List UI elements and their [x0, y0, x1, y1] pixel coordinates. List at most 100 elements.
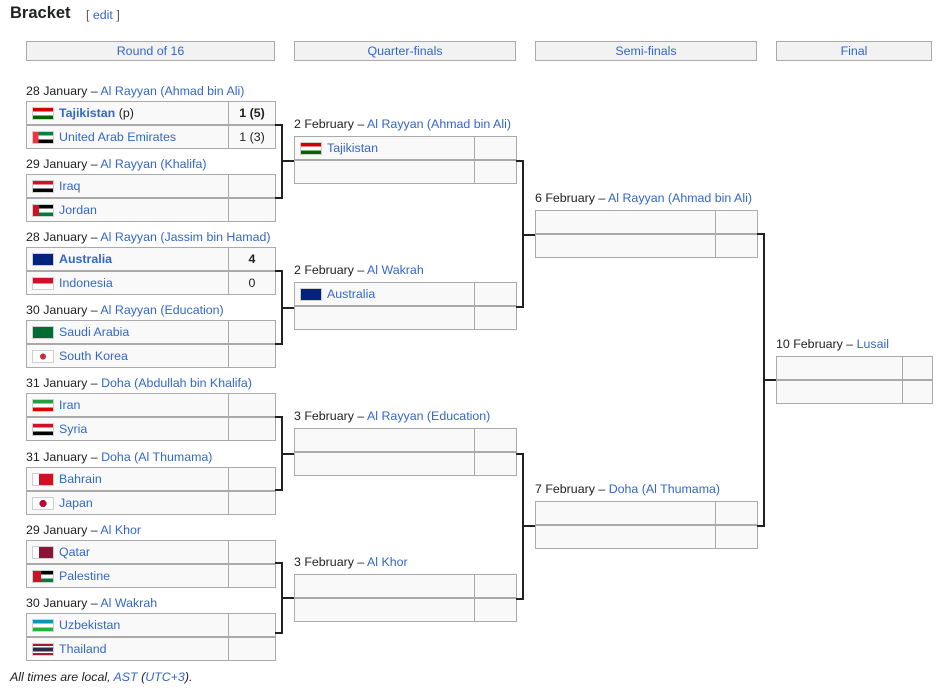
r16-match-6-venue-link[interactable]: Doha (Al Thumama) [101, 450, 213, 464]
r16-match-1-row-2-score: 1 (3) [239, 130, 265, 144]
qf-match-4-date-venue: 3 February – Al Khor [294, 555, 408, 570]
r16-match-3-date: 28 January [26, 230, 88, 244]
connector-qf-3-4 [516, 453, 535, 600]
r16-match-2-row-2-team-link[interactable]: Jordan [59, 203, 97, 217]
r16-match-2-venue-link[interactable]: Al Rayyan (Khalifa) [100, 157, 207, 171]
r16-match-1-date: 28 January [26, 84, 88, 98]
r16-match-1-venue-link[interactable]: Al Rayyan (Ahmad bin Ali) [100, 84, 245, 98]
utc-link[interactable]: UTC+3 [145, 670, 185, 684]
r16-match-1-row-2-team-link[interactable]: United Arab Emirates [59, 130, 177, 144]
r16-match-5-venue-link[interactable]: Doha (Abdullah bin Khalifa) [101, 376, 252, 390]
qf-match-4-row-2 [294, 598, 517, 622]
r16-match-1-row-2: United Arab Emirates 1 (3) [26, 125, 276, 149]
sf-match-2-date: 7 February [535, 482, 595, 496]
edit-bracket-open: [ [86, 8, 93, 22]
r16-match-1-row-2-team: United Arab Emirates [27, 126, 229, 148]
qf-match-2-row-1: Australia [294, 282, 517, 306]
uae-flag-icon [32, 131, 54, 144]
r16-match-4-row-2: South Korea [26, 344, 276, 368]
r16-match-4-date: 30 January [26, 303, 88, 317]
qatar-flag-icon [32, 546, 54, 559]
r16-match-3-venue-link[interactable]: Al Rayyan (Jassim bin Hamad) [100, 230, 271, 244]
r16-match-6-date-venue: 31 January – Doha (Al Thumama) [26, 450, 212, 465]
r16-match-7-row-2-team-link[interactable]: Palestine [59, 569, 110, 583]
r16-match-7-venue-link[interactable]: Al Khor [100, 523, 142, 537]
r16-match-2-row-1: Iraq [26, 174, 276, 198]
section-heading: Bracket [10, 4, 71, 22]
final-match-row-1 [776, 356, 933, 380]
r16-match-6-row-1-team: Bahrain [27, 468, 229, 490]
r16-match-3-date-venue: 28 January – Al Rayyan (Jassim bin Hamad… [26, 230, 271, 245]
r16-match-4-row-1-team-link[interactable]: Saudi Arabia [59, 325, 130, 339]
final-match-separator: – [842, 337, 857, 351]
qf-match-4-venue-link[interactable]: Al Khor [367, 555, 408, 569]
iraq-flag-icon [32, 180, 54, 193]
round-link-r16[interactable]: Round of 16 [116, 44, 185, 58]
r16-match-5-row-2-team-link[interactable]: Syria [59, 422, 88, 436]
final-match-row-2 [776, 380, 933, 404]
r16-match-2-row-1-team-link[interactable]: Iraq [59, 179, 81, 193]
qf-match-4-separator: – [353, 555, 368, 569]
qf-match-1-date: 2 February [294, 117, 354, 131]
qf-match-3-venue-link[interactable]: Al Rayyan (Education) [367, 409, 491, 423]
r16-match-5-row-1-team-link[interactable]: Iran [59, 398, 81, 412]
r16-match-8-row-2: Thailand [26, 637, 276, 661]
r16-match-1-separator: – [87, 84, 101, 98]
r16-match-8-venue-link[interactable]: Al Wakrah [100, 596, 158, 610]
edit-link[interactable]: edit [92, 8, 113, 22]
r16-match-4-row-1-team: Saudi Arabia [27, 321, 229, 343]
r16-match-8-row-1-team-link[interactable]: Uzbekistan [59, 618, 121, 632]
qf-match-2-row-1-team-link[interactable]: Australia [327, 287, 376, 301]
r16-match-4-row-2-team: South Korea [27, 345, 229, 367]
sf-match-2-date-venue: 7 February – Doha (Al Thumama) [535, 482, 720, 497]
round-link-final[interactable]: Final [840, 44, 868, 58]
sf-match-2-row-1-team [536, 502, 716, 524]
connector-r16-3-4 [275, 270, 294, 345]
round-link-sf[interactable]: Semi-finals [615, 44, 677, 58]
ast-link[interactable]: AST [113, 670, 138, 684]
r16-match-2-date: 29 January [26, 157, 88, 171]
r16-match-6-row-2-team-link[interactable]: Japan [59, 496, 93, 510]
r16-match-8-row-2-team-link[interactable]: Thailand [59, 642, 107, 656]
r16-match-4-date-venue: 30 January – Al Rayyan (Education) [26, 303, 224, 318]
final-match-venue-link[interactable]: Lusail [856, 337, 889, 351]
qf-match-1-row-1-team-link[interactable]: Tajikistan [327, 141, 378, 155]
r16-match-1-row-1-team: Tajikistan (p) [27, 102, 229, 124]
r16-match-4-row-2-team-link[interactable]: South Korea [59, 349, 128, 363]
r16-match-4-venue-link[interactable]: Al Rayyan (Education) [100, 303, 224, 317]
r16-match-5-row-1: Iran [26, 393, 276, 417]
sf-match-1-date: 6 February [535, 191, 595, 205]
r16-match-7-row-1-team-link[interactable]: Qatar [59, 545, 90, 559]
r16-match-6-row-1: Bahrain [26, 467, 276, 491]
sf-match-2-separator: – [594, 482, 609, 496]
qf-match-3-row-1-team [295, 429, 475, 451]
qf-match-2-venue-link[interactable]: Al Wakrah [367, 263, 424, 277]
qf-match-2-date: 2 February [294, 263, 354, 277]
r16-match-6-row-1-team-link[interactable]: Bahrain [59, 472, 102, 486]
sf-match-1-separator: – [594, 191, 609, 205]
qf-match-1-date-venue: 2 February – Al Rayyan (Ahmad bin Ali) [294, 117, 511, 132]
sf-match-2-venue-link[interactable]: Doha (Al Thumama) [608, 482, 721, 496]
sf-match-1-venue-link[interactable]: Al Rayyan (Ahmad bin Ali) [608, 191, 752, 205]
r16-match-3-row-1-team-link[interactable]: Australia [59, 252, 113, 266]
footnote-paren-open: ( [137, 670, 146, 684]
qf-match-1-row-1-team: Tajikistan [295, 137, 475, 159]
tajikistan-flag-icon [300, 142, 322, 155]
r16-match-4-separator: – [87, 303, 101, 317]
r16-match-2-row-2-team: Jordan [27, 199, 229, 221]
r16-match-8-date: 30 January [26, 596, 88, 610]
palestine-flag-icon [32, 570, 54, 583]
qf-match-1-venue-link[interactable]: Al Rayyan (Ahmad bin Ali) [367, 117, 511, 131]
sf-match-2-row-2-team [536, 526, 716, 548]
round-header-final: Final [776, 41, 932, 61]
r16-match-7-row-2-team: Palestine [27, 565, 229, 587]
r16-match-3-row-2-team-link[interactable]: Indonesia [59, 276, 113, 290]
r16-match-1-row-1-team-link[interactable]: Tajikistan [59, 106, 116, 120]
qf-match-2-date-venue: 2 February – Al Wakrah [294, 263, 424, 278]
qf-match-4-row-2-team [295, 599, 475, 621]
r16-match-2-date-venue: 29 January – Al Rayyan (Khalifa) [26, 157, 206, 172]
round-link-qf[interactable]: Quarter-finals [367, 44, 443, 58]
